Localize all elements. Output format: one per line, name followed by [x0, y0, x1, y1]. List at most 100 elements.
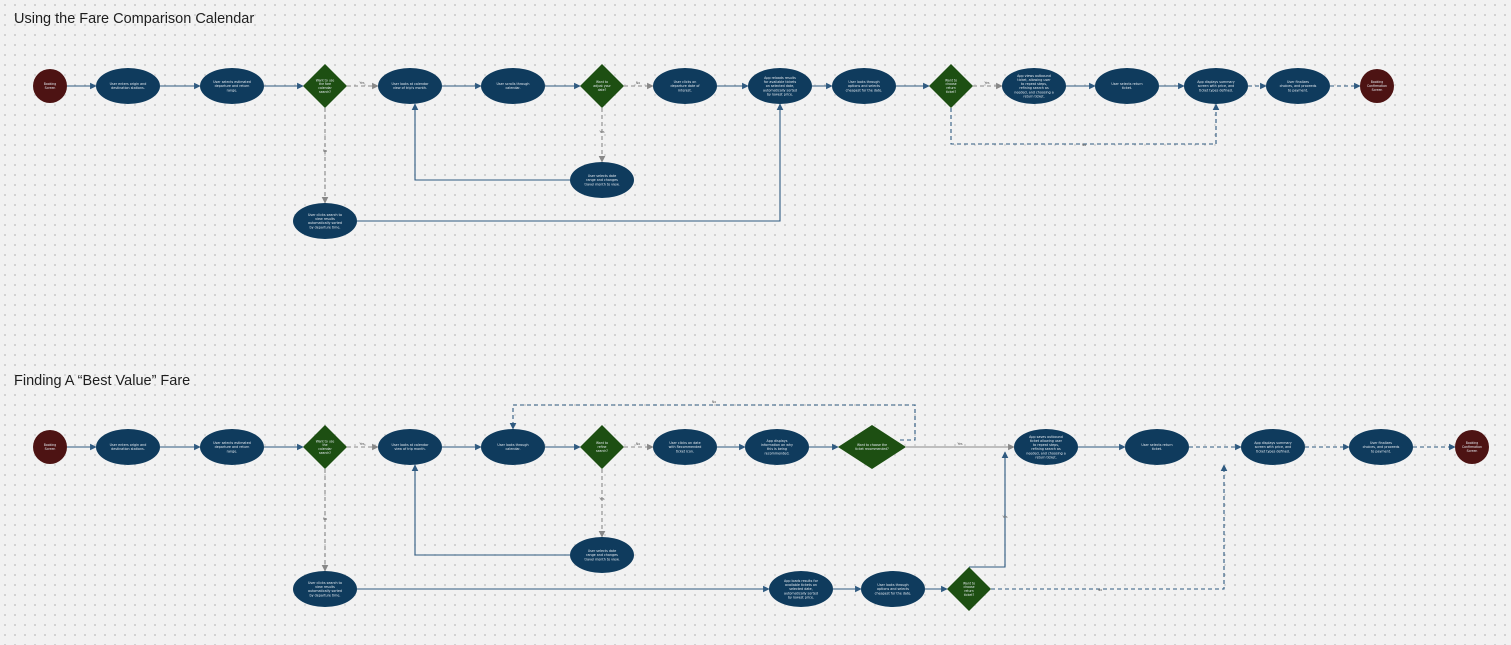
- process-shape: [570, 162, 634, 198]
- process-shape: [481, 429, 545, 465]
- yes-label: Yes: [359, 442, 364, 446]
- decision-shape: [580, 64, 624, 108]
- loop-connector: [411, 103, 570, 181]
- process-shape: [378, 429, 442, 465]
- process-shape: [293, 203, 357, 239]
- yes-label: Yes: [359, 81, 364, 85]
- no-connector: [991, 464, 1228, 590]
- decision-shape: [947, 567, 991, 611]
- process-shape: [748, 68, 812, 104]
- no-label: No: [323, 517, 327, 521]
- yes-connector: [969, 451, 1009, 568]
- terminal-shape: [33, 69, 67, 103]
- process-shape: [769, 571, 833, 607]
- decision-shape: [838, 425, 906, 469]
- process-shape: [745, 429, 809, 465]
- flow1-title: Using the Fare Comparison Calendar: [14, 11, 255, 27]
- process-shape: [832, 68, 896, 104]
- process-shape: [1095, 68, 1159, 104]
- no-label: No: [636, 442, 640, 446]
- terminal-shape: [1455, 430, 1489, 464]
- flow2-title: Finding A “Best Value” Fare: [14, 373, 191, 389]
- process-shape: [378, 68, 442, 104]
- decision-shape: [929, 64, 973, 108]
- no-label: No: [1098, 588, 1102, 592]
- no-label: No: [712, 400, 716, 404]
- process-shape: [96, 429, 160, 465]
- yes-label: Yes: [1002, 515, 1007, 519]
- decision-shape: [580, 425, 624, 469]
- search-connector: [357, 103, 784, 222]
- process-shape: [653, 68, 717, 104]
- no-connector: [509, 404, 916, 441]
- process-shape: [200, 429, 264, 465]
